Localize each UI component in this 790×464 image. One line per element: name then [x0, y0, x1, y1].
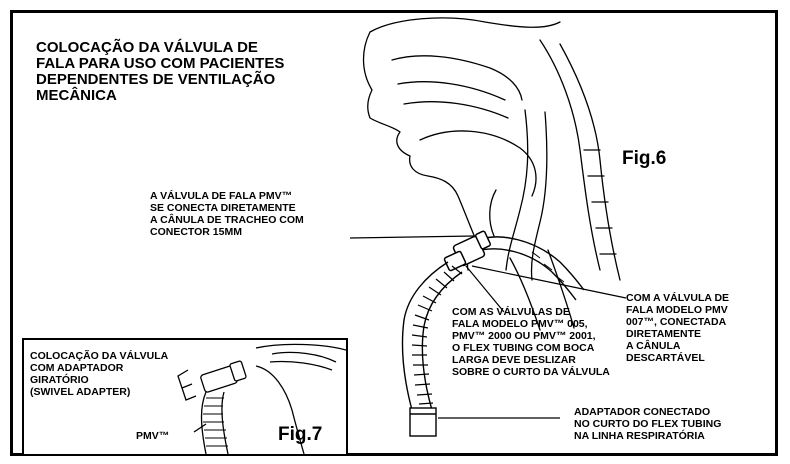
trachea — [509, 249, 575, 331]
callout-pmv-connects: A VÁLVULA DE FALA PMV™ SE CONECTA DIRETA… — [150, 190, 304, 238]
inset-figure: COLOCAÇÃO DA VÁLVULA COM ADAPTADOR GIRAT… — [22, 338, 348, 456]
leader-lines — [349, 235, 627, 419]
epiglottis — [489, 189, 497, 237]
page-title: COLOCAÇÃO DA VÁLVULA DE FALA PARA USO CO… — [36, 39, 285, 104]
figure-label-main: Fig.6 — [622, 148, 667, 169]
head-profile — [362, 17, 561, 241]
trach-tube — [473, 236, 585, 301]
tongue — [419, 130, 537, 197]
figure-label-inset: Fig.7 — [278, 424, 323, 445]
callout-model-007: COM A VÁLVULA DE FALA MODELO PMV 007™, C… — [626, 292, 730, 364]
inset-caption: COLOCAÇÃO DA VÁLVULA COM ADAPTADOR GIRAT… — [30, 350, 169, 398]
nasal-cavity — [391, 55, 523, 119]
swivel-adapter-illustration — [177, 343, 347, 455]
spine — [539, 39, 621, 281]
inset-pmv-label: PMV™ — [136, 430, 170, 442]
flex-tubing — [401, 261, 463, 437]
callout-adapter: ADAPTADOR CONECTADO NO CURTO DO FLEX TUB… — [574, 406, 722, 442]
airway — [505, 109, 548, 281]
callout-models-005-2000-2001: COM AS VÁLVULAS DE FALA MODELO PMV™ 005,… — [452, 306, 610, 378]
speaking-valve — [443, 230, 492, 272]
